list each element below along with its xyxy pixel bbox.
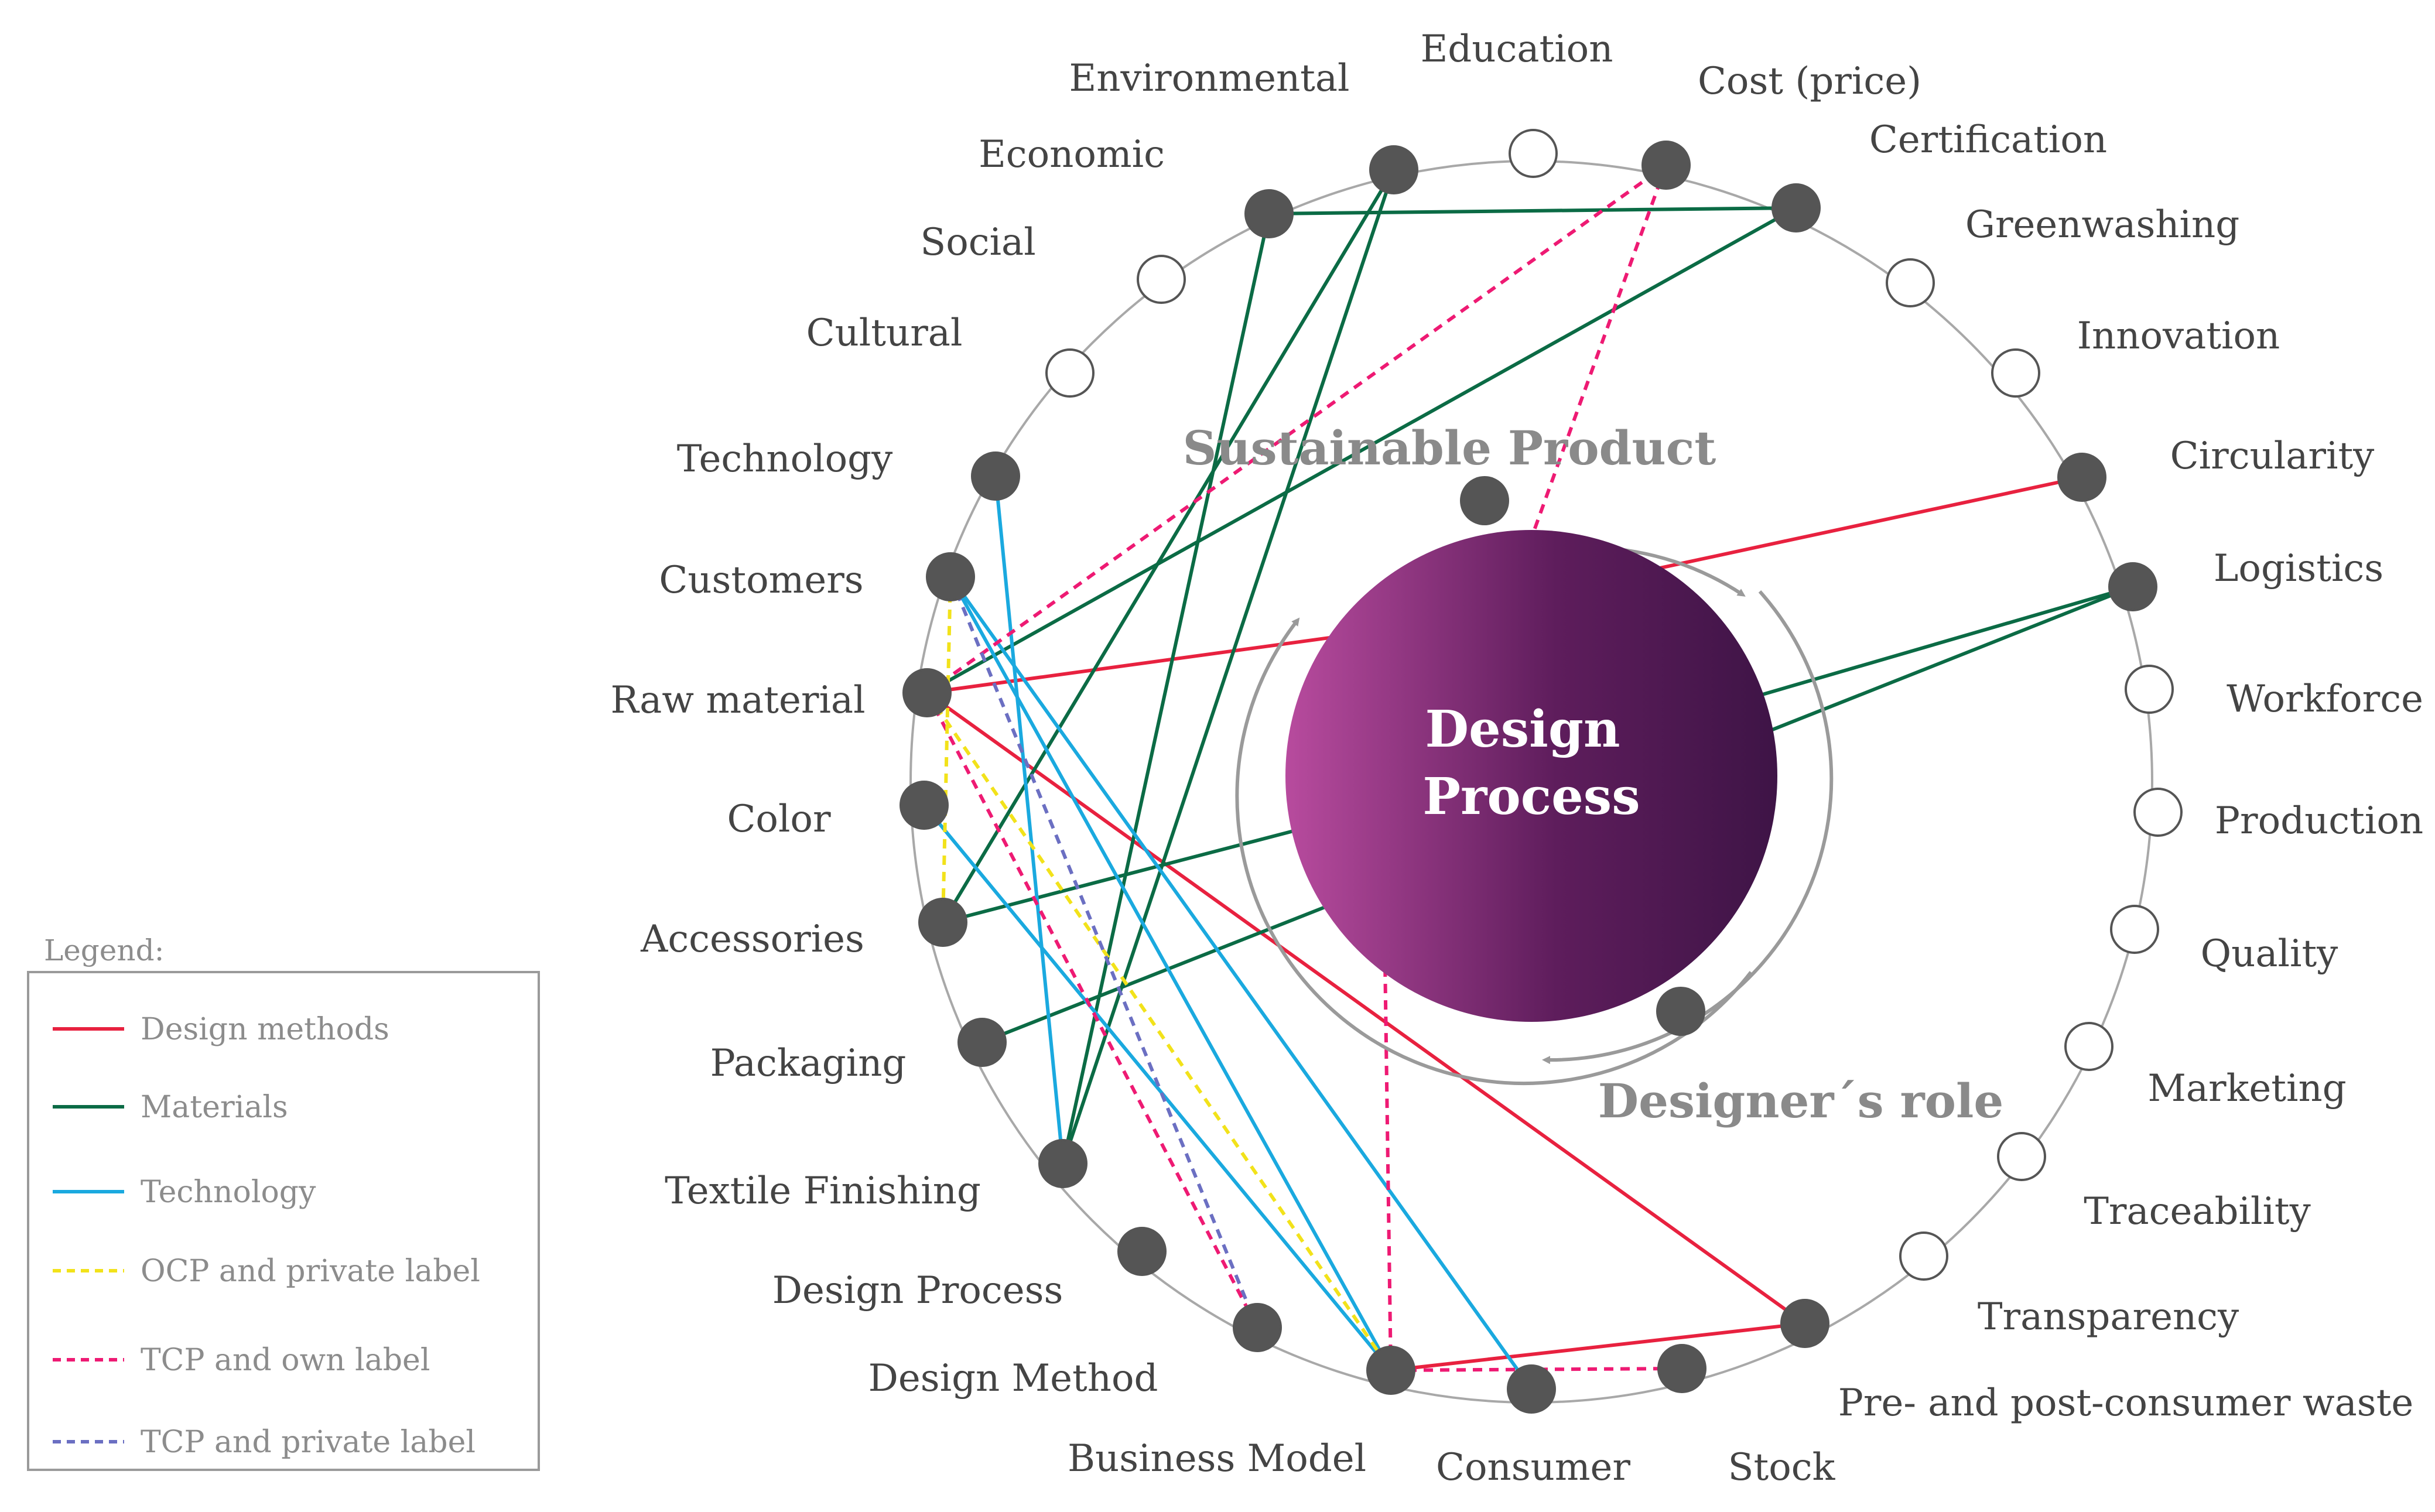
inner-node-bottom	[1656, 987, 1705, 1036]
node-label-design-method: Design Method	[868, 1357, 1158, 1400]
node-label-textile-finishing: Textile Finishing	[665, 1169, 981, 1213]
edge-color-business-model	[922, 804, 1393, 1371]
node-label-business-model: Business Model	[1068, 1437, 1366, 1480]
node-economic	[1244, 189, 1294, 238]
edge-customers-accessories	[941, 576, 952, 923]
node-label-education: Education	[1421, 28, 1613, 71]
edge-raw-material-center	[926, 634, 1348, 695]
node-traceability	[1997, 1132, 2046, 1181]
node-label-raw-material: Raw material	[610, 679, 865, 722]
node-education	[1509, 129, 1558, 178]
node-label-design-process: Design Process	[772, 1269, 1063, 1312]
legend: Legend: Design methodsMaterialsTechnolog…	[27, 933, 540, 1471]
design-process-circle	[1285, 530, 1777, 1022]
node-label-accessories: Accessories	[640, 918, 864, 961]
node-textile-finishing	[1038, 1139, 1087, 1188]
node-innovation	[1991, 348, 2040, 398]
edge-customers-business-model	[949, 576, 1393, 1371]
node-label-transparency: Transparency	[1978, 1295, 2239, 1339]
node-label-certification: Certification	[1869, 118, 2107, 162]
node-circularity	[2057, 453, 2106, 502]
edge-raw-material-business-model	[925, 692, 1393, 1371]
node-label-economic: Economic	[979, 133, 1165, 176]
edge-customers-consumer	[949, 576, 1533, 1390]
edge-textile-finishing-environmental	[1061, 169, 1396, 1164]
node-business-model	[1366, 1346, 1415, 1395]
node-production	[2133, 788, 2183, 837]
node-label-technology: Technology	[677, 437, 893, 481]
node-accessories	[918, 898, 967, 947]
node-label-packaging: Packaging	[710, 1042, 907, 1085]
legend-label-tcp-and-private-label: TCP and private label	[141, 1425, 476, 1460]
node-label-cultural: Cultural	[806, 312, 963, 355]
sustainable-product-label: Sustainable Product	[1183, 420, 1716, 476]
edge-economic-textile-finishing	[1061, 213, 1271, 1164]
node-label-logistics: Logistics	[2214, 547, 2383, 590]
designers-role-label: Designer´s role	[1598, 1073, 2004, 1128]
node-label-environmental: Environmental	[1069, 57, 1349, 100]
legend-label-design-methods: Design methods	[141, 1012, 389, 1047]
edge-business-model-pre-and-post-consumer-waste	[1390, 1322, 1805, 1372]
node-design-process	[1117, 1227, 1167, 1276]
edge-raw-material-design-method	[925, 692, 1259, 1329]
node-label-consumer: Consumer	[1436, 1446, 1630, 1489]
node-environmental	[1369, 145, 1418, 194]
node-label-color: Color	[727, 798, 831, 841]
node-stock	[1657, 1344, 1706, 1393]
legend-box	[27, 971, 540, 1471]
node-label-cost-price: Cost (price)	[1698, 60, 1921, 103]
node-greenwashing	[1886, 258, 1935, 307]
node-label-production: Production	[2215, 799, 2423, 843]
edge-accessories-environmental	[941, 169, 1396, 923]
node-social	[1137, 255, 1186, 304]
node-customers	[926, 552, 975, 601]
node-label-social: Social	[920, 221, 1035, 264]
node-label-pre-and-post-consumer-waste: Pre- and post-consumer waste	[1838, 1381, 2413, 1425]
edge-raw-material-certification	[926, 206, 1797, 695]
node-cost-price	[1641, 141, 1691, 190]
node-label-circularity: Circularity	[2170, 435, 2375, 478]
edge-packaging-center	[981, 906, 1325, 1044]
node-packaging	[957, 1018, 1007, 1067]
node-logistics	[2108, 562, 2157, 611]
edge-business-model-center-bottom	[1383, 960, 1393, 1371]
node-label-greenwashing: Greenwashing	[1965, 203, 2239, 247]
node-label-innovation: Innovation	[2077, 314, 2280, 358]
legend-title: Legend:	[44, 933, 164, 967]
node-raw-material	[902, 668, 952, 717]
node-technology	[971, 451, 1020, 501]
legend-label-technology: Technology	[141, 1175, 316, 1210]
legend-label-materials: Materials	[141, 1090, 288, 1125]
node-marketing	[2064, 1022, 2113, 1071]
node-label-customers: Customers	[659, 559, 863, 602]
node-label-workforce: Workforce	[2227, 678, 2423, 721]
node-label-stock: Stock	[1728, 1446, 1836, 1489]
outer-nodes	[900, 129, 2183, 1414]
edge-technology-textile-finishing	[994, 476, 1065, 1164]
node-design-method	[1233, 1303, 1282, 1352]
node-pre-and-post-consumer-waste	[1780, 1299, 1829, 1348]
edge-customers-design-method	[949, 576, 1259, 1329]
node-label-quality: Quality	[2201, 932, 2338, 976]
center-title-line1: Design	[1425, 700, 1620, 759]
node-certification	[1771, 183, 1821, 232]
node-transparency	[1899, 1232, 1948, 1281]
edge-economic-certification	[1268, 206, 1797, 215]
edge-raw-material-cost-price	[926, 163, 1667, 695]
node-label-traceability: Traceability	[2084, 1190, 2311, 1233]
legend-label-ocp-and-private-label: OCP and private label	[141, 1254, 480, 1289]
center-title-line2: Process	[1422, 767, 1640, 826]
legend-label-tcp-and-own-label: TCP and own label	[141, 1343, 430, 1378]
node-label-marketing: Marketing	[2147, 1067, 2346, 1110]
node-cultural	[1045, 348, 1095, 398]
node-quality	[2110, 905, 2159, 954]
node-consumer	[1507, 1364, 1556, 1414]
node-workforce	[2125, 665, 2174, 714]
inner-node-top	[1460, 476, 1509, 525]
node-color	[900, 781, 949, 830]
